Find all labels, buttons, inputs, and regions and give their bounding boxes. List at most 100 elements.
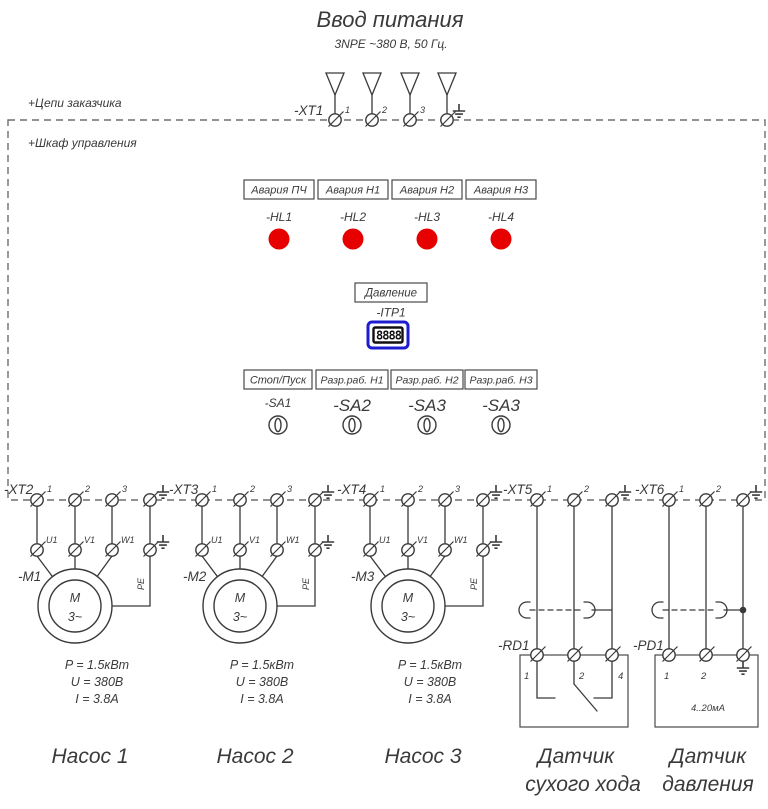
- phase-label: V1: [417, 535, 428, 545]
- xt1-label: -XT1: [294, 103, 323, 118]
- motor-spec-current: I = 3.8А: [408, 692, 451, 706]
- sensor-name-line1: Датчик: [536, 745, 616, 768]
- sensor-terminal-number: 2: [578, 671, 585, 682]
- supply-rating-label: 3NPE ~380 В, 50 Гц.: [334, 37, 447, 51]
- terminal-number: 2: [583, 484, 589, 494]
- alarm-lamp-icon: [416, 228, 438, 250]
- terminal-screw: [698, 490, 716, 508]
- terminal-screw: [402, 110, 420, 128]
- terminal-screw: [475, 490, 493, 508]
- terminal-screw: [529, 490, 547, 508]
- lamp-caption-box: [465, 179, 537, 200]
- motor-spec-current: I = 3.8А: [240, 692, 283, 706]
- terminal-screw: [194, 540, 212, 558]
- terminal-number: 1: [47, 484, 52, 494]
- phase-label: W1: [121, 535, 135, 545]
- terminal-number: 2: [381, 105, 387, 115]
- motor-spec-current: I = 3.8А: [75, 692, 118, 706]
- xt-label: -XT2: [4, 482, 34, 497]
- motor-spec-voltage: U = 380В: [404, 675, 456, 689]
- switch-sa3-h3: Разр.раб. Н3 -SA3: [464, 369, 538, 435]
- phase-label: V1: [249, 535, 260, 545]
- rotary-switch-icon[interactable]: [417, 415, 437, 435]
- ground-icon: [617, 484, 633, 500]
- terminal-screw: [364, 110, 382, 128]
- switch-ref: -SA2: [333, 396, 371, 415]
- rotary-switch-icon[interactable]: [342, 415, 362, 435]
- motor-phase-mark: 3~: [401, 610, 415, 624]
- terminal-screw: [269, 490, 287, 508]
- sensor-name-line2: давления: [662, 773, 754, 796]
- xt6-label: -XT6: [635, 482, 665, 497]
- lamp-caption-box: [391, 179, 463, 200]
- lamp-ref: -HL1: [266, 210, 292, 224]
- motor-spec-power: P = 1.5кВт: [65, 658, 129, 672]
- phase-label: U1: [211, 535, 223, 545]
- signal-range-label: 4..20мА: [691, 703, 725, 714]
- motor-symbol-inner: [381, 579, 435, 633]
- display-ref: -ITP1: [376, 306, 405, 320]
- terminal-screw: [437, 540, 455, 558]
- terminal-number: 2: [84, 484, 90, 494]
- alarm-lamp-icon: [268, 228, 290, 250]
- switch-caption: Разр.раб. Н2: [395, 375, 458, 387]
- pump-group-2: -XT3 1 2 3 U1 V1 W1 PE М 3~ -M2: [169, 482, 336, 768]
- lamp-caption: Авария Н2: [399, 185, 454, 197]
- terminal-screw: [104, 490, 122, 508]
- pressure-sensor-group: -XT6 1 2 -PD1 1 2 4..20мА Датчик давлени…: [633, 482, 764, 796]
- terminal-number: 1: [380, 484, 385, 494]
- alarm-lamp-icon: [490, 228, 512, 250]
- switch-caption-box: [390, 369, 464, 390]
- phase-label: U1: [379, 535, 391, 545]
- terminal-number: 3: [287, 484, 292, 494]
- terminal-number: 2: [417, 484, 423, 494]
- pe-label: PE: [469, 577, 479, 590]
- lamp-hl2: Авария Н1 -HL2: [317, 179, 389, 250]
- display-caption-box: [354, 282, 428, 303]
- terminal-number: 1: [345, 105, 350, 115]
- wires: [536, 505, 613, 650]
- sensor-name-line2: сухого хода: [525, 773, 641, 796]
- pump-name: Насос 3: [384, 745, 461, 768]
- phase-label: U1: [46, 535, 58, 545]
- terminal-screw: [400, 490, 418, 508]
- motor-spec-voltage: U = 380В: [71, 675, 123, 689]
- terminal-screw: [400, 540, 418, 558]
- display-caption: Давление: [363, 288, 417, 300]
- supply-arrow-icon: [400, 72, 420, 115]
- ground-icon: [320, 484, 336, 500]
- lamp-caption: Авария Н3: [473, 185, 529, 197]
- motor-symbol-inner: [48, 579, 102, 633]
- switch-caption: Разр.раб. Н1: [320, 375, 383, 387]
- display-value[interactable]: 8888: [376, 329, 403, 343]
- alarm-lamp-icon: [342, 228, 364, 250]
- motor-ref: -M2: [183, 569, 207, 584]
- lamp-caption-box: [317, 179, 389, 200]
- phase-label: V1: [84, 535, 95, 545]
- terminal-screw: [232, 540, 250, 558]
- ground-icon: [156, 534, 170, 550]
- terminal-number: 3: [455, 484, 460, 494]
- terminal-screw: [604, 490, 622, 508]
- rotary-switch-icon[interactable]: [491, 415, 511, 435]
- junction-dot: [739, 606, 747, 614]
- terminal-screw: [661, 490, 679, 508]
- supply-arrow-icon: [437, 72, 457, 115]
- pump-name: Насос 2: [216, 745, 293, 768]
- cable-shield-icon: [518, 601, 613, 619]
- motor-ref: -M1: [18, 569, 41, 584]
- rotary-switch-icon[interactable]: [268, 415, 288, 435]
- terminal-screw: [307, 540, 325, 558]
- ground-icon: [320, 534, 336, 550]
- motor-spec-voltage: U = 380В: [236, 675, 288, 689]
- lamp-ref: -HL2: [340, 210, 366, 224]
- ground-icon: [156, 484, 170, 500]
- switch-caption: Разр.раб. Н3: [469, 375, 532, 387]
- switch-sa2: Разр.раб. Н1 -SA2: [315, 369, 389, 435]
- sensor-name-line1: Датчик: [668, 745, 748, 768]
- terminal-screw: [67, 540, 85, 558]
- terminal-number: 2: [715, 484, 721, 494]
- sensor-terminal-number: 4: [618, 671, 623, 682]
- control-cabinet-boundary: [7, 119, 766, 501]
